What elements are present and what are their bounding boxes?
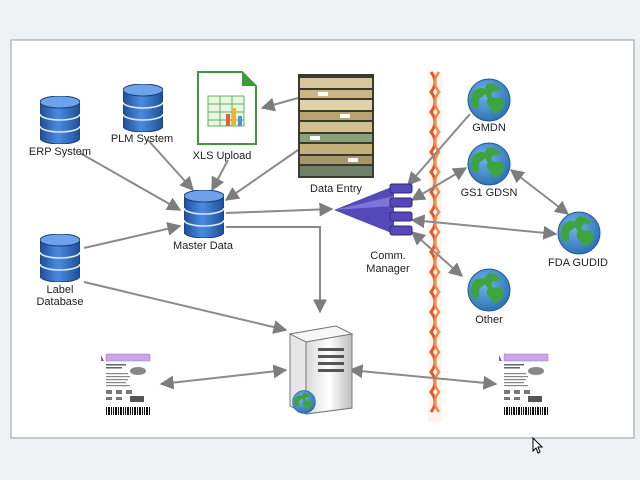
arrow-labeldb-to-master [83, 221, 182, 249]
label-sheet-icon-right [498, 351, 554, 417]
globe-icon [467, 142, 511, 186]
arrow-plm-to-master [147, 139, 194, 192]
plm-system-node[interactable]: PLM System [111, 84, 173, 145]
master-data-node[interactable]: Master Data [173, 190, 234, 252]
arrow-dataentry-to-xls [260, 97, 299, 112]
erp-system-label: ERP System [29, 146, 91, 158]
gs1-gdsn-node[interactable]: GS1 GDSN [461, 142, 518, 199]
globe-icon [557, 211, 601, 255]
data-entry-label: Data Entry [310, 183, 362, 195]
label-sheet-icon-left [100, 351, 156, 417]
comm-manager-label-line1: Comm. [370, 250, 405, 262]
arrow-erp-to-master [79, 152, 182, 211]
globe-icon [467, 78, 511, 122]
server-node[interactable] [288, 325, 354, 415]
file-cabinet-icon [298, 74, 374, 178]
arrow-other-comm [410, 231, 464, 277]
arrow-gs1-comm [410, 167, 468, 201]
mouse-cursor-icon [532, 436, 544, 454]
gmdn-label: GMDN [472, 122, 506, 134]
globe-icon [467, 268, 511, 312]
fda-gudid-label: FDA GUDID [548, 257, 608, 269]
database-icon [40, 96, 80, 144]
arrow-fda-comm [410, 214, 558, 240]
database-icon [40, 234, 80, 282]
database-icon [123, 84, 163, 132]
gs1-gdsn-label: GS1 GDSN [461, 187, 518, 199]
gmdn-node[interactable]: GMDN [467, 78, 511, 134]
arrow-dataentry-to-master [224, 149, 299, 201]
database-icon [184, 190, 224, 238]
arrow-xls-to-master [211, 159, 229, 192]
comm-manager-icon [334, 183, 413, 236]
other-label: Other [475, 314, 503, 326]
label-database-label-line1: Label [47, 284, 74, 296]
label-database-label-line2: Database [36, 296, 83, 308]
master-data-label: Master Data [173, 240, 234, 252]
fda-gudid-node[interactable]: FDA GUDID [548, 211, 608, 269]
xls-upload-node[interactable]: XLS Upload [193, 71, 257, 162]
comm-manager-node[interactable]: Comm. Manager [334, 183, 413, 275]
data-entry-node[interactable]: Data Entry [298, 74, 374, 195]
other-node[interactable]: Other [467, 268, 511, 326]
xls-upload-label: XLS Upload [193, 150, 252, 162]
arrow-master-to-comm [225, 202, 334, 217]
arrow-gs1-fda [509, 169, 570, 215]
erp-system-node[interactable]: ERP System [29, 96, 91, 158]
arrow-labeldb-to-server [83, 281, 288, 334]
globe-icon [292, 390, 316, 414]
arrow-master-to-server [226, 226, 327, 314]
comm-manager-label-line2: Manager [366, 263, 410, 275]
arrow-server-label-right [348, 364, 498, 390]
arrow-server-label-left [159, 364, 288, 390]
connector-arrows [79, 97, 570, 390]
plm-system-label: PLM System [111, 133, 173, 145]
spreadsheet-icon [197, 71, 257, 145]
label-database-node[interactable]: Label Database [36, 234, 84, 308]
